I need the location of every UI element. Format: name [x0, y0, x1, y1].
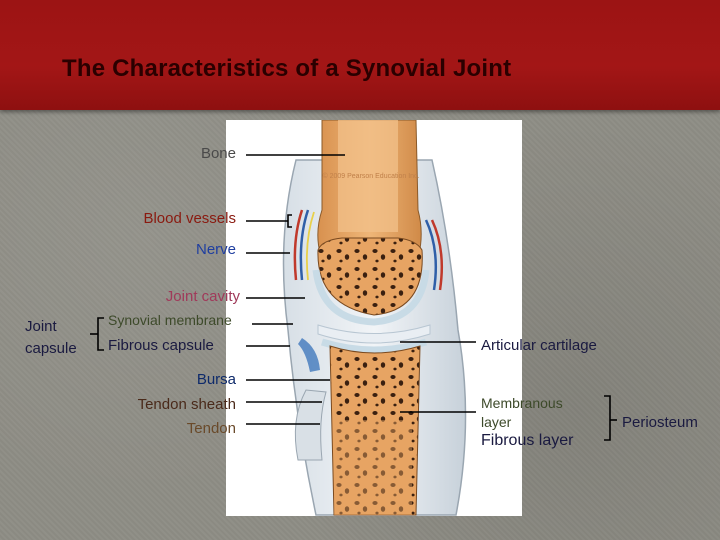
label-nerve: Nerve — [195, 241, 236, 258]
label-fibrous-layer: Fibrous layer — [481, 432, 574, 449]
label-membranous-layer-line2: layer — [481, 414, 512, 430]
tendon-shape — [294, 389, 327, 461]
joint-drawing: © 2009 Pearson Education Inc. — [282, 120, 467, 516]
vein-left — [299, 209, 310, 281]
artery-right — [430, 219, 444, 291]
joint-cavity-shape — [317, 324, 431, 344]
label-blood-vessels: Blood vessels — [143, 210, 236, 227]
label-fibrous-capsule: Fibrous capsule — [108, 337, 214, 354]
upper-bone-head — [317, 237, 423, 316]
label-tendon: Tendon — [186, 420, 236, 437]
synovial-joint-illustration: © 2009 Pearson Education Inc. — [226, 120, 522, 516]
upper-articular-cartilage — [312, 269, 430, 326]
nerve-left — [305, 211, 315, 281]
label-articular-cartilage: Articular cartilage — [481, 337, 597, 354]
label-tendon-sheath: Tendon sheath — [137, 396, 236, 413]
artery-left — [293, 209, 304, 281]
periosteum-bracket — [604, 395, 611, 441]
copyright-watermark: © 2009 Pearson Education Inc. — [323, 172, 420, 180]
lower-articular-cartilage — [320, 338, 428, 354]
slide-title: The Characteristics of a Synovial Joint — [62, 55, 512, 82]
lower-bone-cut-face — [334, 420, 412, 515]
label-membranous-layer-line1: Membranous — [481, 395, 563, 411]
bursa-shape — [298, 338, 320, 372]
leader-blood-vessels-bracket — [287, 214, 292, 228]
label-synovial-membrane: Synovial membrane — [108, 312, 232, 328]
label-bone: Bone — [200, 145, 236, 162]
joint-capsule-bracket — [97, 317, 104, 351]
upper-bone-cut-face — [338, 120, 398, 232]
label-periosteum: Periosteum — [622, 414, 698, 431]
label-joint-cavity: Joint cavity — [165, 288, 240, 305]
vein-right — [424, 219, 438, 291]
label-bursa: Bursa — [196, 371, 236, 388]
label-joint-capsule-line2: capsule — [25, 340, 77, 357]
title-band — [0, 0, 720, 110]
label-joint-capsule-line1: Joint — [25, 318, 57, 335]
lower-bone — [329, 345, 421, 516]
